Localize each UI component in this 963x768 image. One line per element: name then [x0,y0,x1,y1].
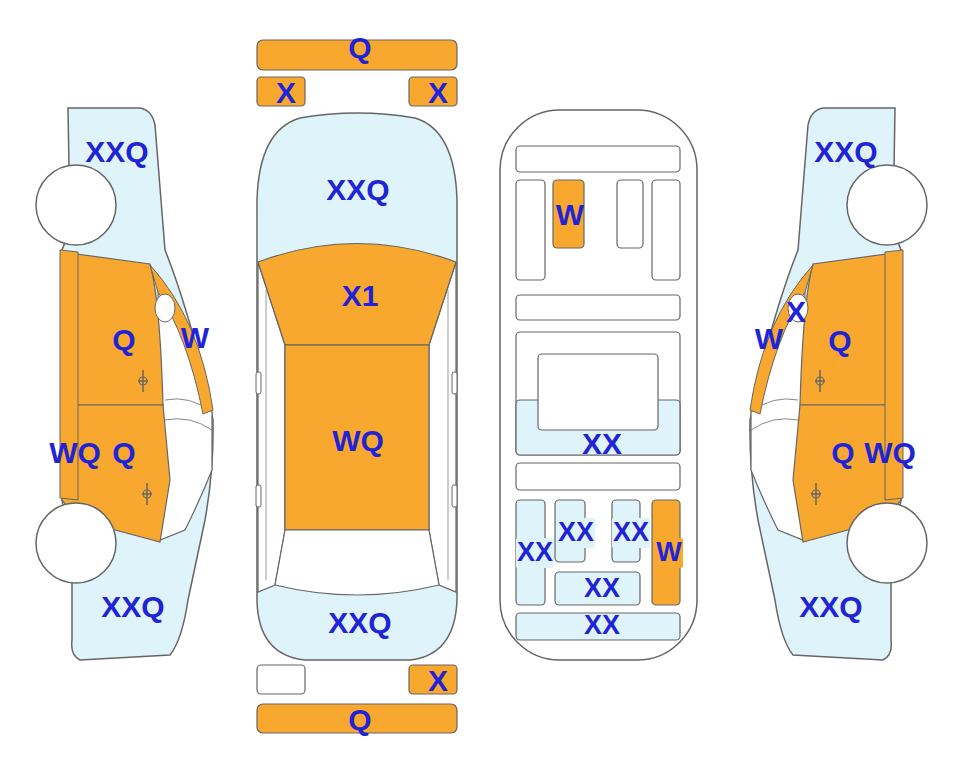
damage-code-text: XX [584,574,620,604]
left-side-view [36,108,213,660]
damage-code-text: WQ [864,436,916,469]
side-mirror [256,485,261,507]
damage-code-text: W [755,322,783,355]
windshield [258,244,456,346]
damage-code: WQ [48,436,102,469]
damage-code-text: XXQ [101,590,164,623]
damage-code-text: XXQ [814,135,877,168]
damage-code: XX [583,611,621,641]
top-body [257,113,457,660]
damage-code: X [275,76,297,109]
rear-corner [257,665,305,694]
front-panel [516,180,545,280]
damage-code-text: XXQ [85,135,148,168]
damage-code-text: X1 [342,279,379,312]
damage-code-text: X [428,664,448,697]
damage-code-text: X [276,76,296,109]
damage-code: Q [347,703,372,736]
front-panel [652,180,680,280]
rear-bench [555,572,640,605]
damage-code: XXQ [84,135,149,168]
damage-code: XX [581,427,623,460]
damage-code: W [655,538,682,568]
damage-code-text: XXQ [799,590,862,623]
damage-code-text: X [428,76,448,109]
dash-panel [516,146,680,172]
damage-code: W [555,198,585,231]
damage-code: Q [111,436,136,469]
damage-code-text: W [556,198,584,231]
damage-code: XX [583,574,621,604]
damage-code: Q [827,324,852,357]
damage-code-text: X [786,295,806,328]
right-side-view [750,108,927,660]
front-seat [617,180,643,248]
damage-code: XXQ [325,173,390,206]
damage-code-text: XX [582,427,622,460]
damage-code-text: W [656,538,681,568]
damage-code: XX [557,518,595,548]
damage-code: X1 [341,279,380,312]
console [538,354,658,430]
damage-code: X [427,76,449,109]
damage-code-text: XXQ [328,606,391,639]
damage-code: XX [612,518,650,548]
damage-code-text: XX [517,538,553,568]
interior-outline [500,110,697,660]
damage-code-text: Q [828,324,851,357]
rear-window [275,530,439,595]
damage-code-text: Q [112,323,135,356]
damage-code: X [427,664,449,697]
damage-code-text: Q [348,703,371,736]
damage-code: W [754,322,784,355]
damage-code-text: Q [831,436,854,469]
roof [285,345,429,530]
damage-code-text: XX [613,518,649,548]
damage-code: WQ [331,424,385,457]
damage-code-text: XX [558,518,594,548]
rear-bar [516,463,680,490]
damage-code: XX [516,538,554,568]
damage-code-text: WQ [49,436,101,469]
side-mirror [452,372,457,394]
damage-code-text: WQ [332,424,384,457]
damage-code: W [180,321,210,354]
side-mirror [256,372,261,394]
damage-code-text: XXQ [326,173,389,206]
damage-code: Q [111,323,136,356]
damage-code: Q [347,31,372,64]
damage-code: XXQ [327,606,392,639]
damage-code-text: XX [584,611,620,641]
damage-code-text: Q [112,436,135,469]
damage-code: XXQ [813,135,878,168]
damage-code-text: W [181,321,209,354]
side-mirror [452,485,457,507]
damage-code: Q [830,436,855,469]
front-seat [553,180,584,248]
damage-code: X [785,295,807,328]
damage-code: WQ [863,436,917,469]
mid-bar [516,295,680,320]
damage-code: XXQ [100,590,165,623]
damage-code-text: Q [348,31,371,64]
damage-code: XXQ [798,590,863,623]
